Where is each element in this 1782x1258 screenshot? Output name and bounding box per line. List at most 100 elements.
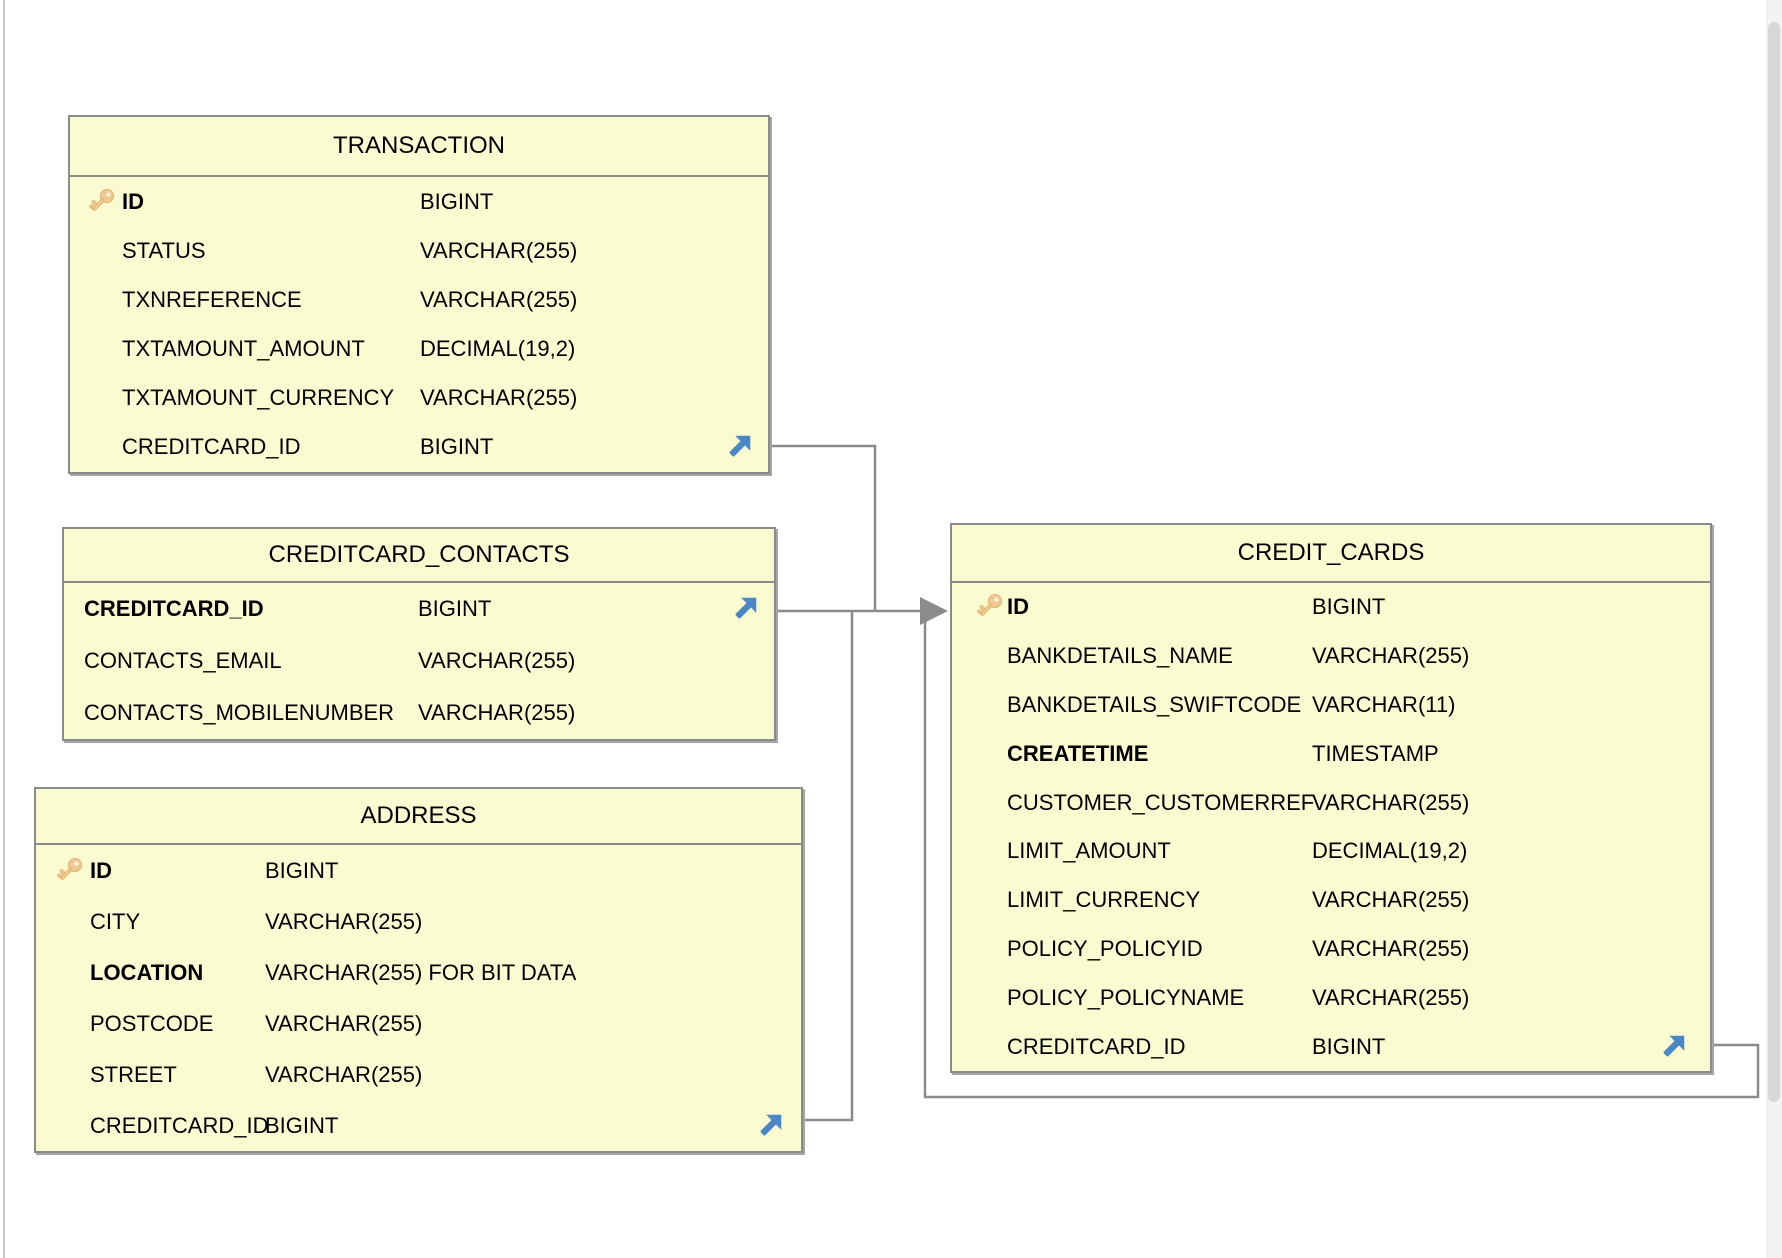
key-icon (57, 857, 83, 880)
column-name: CITY (90, 908, 141, 934)
column-row-bankdetails_name[interactable]: BANKDETAILS_NAME VARCHAR(255) (952, 632, 1710, 681)
table-title: TRANSACTION (332, 132, 505, 159)
column-name: TXTAMOUNT_CURRENCY (122, 385, 395, 411)
column-name: CREDITCARD_ID (1007, 1033, 1186, 1059)
column-type: BIGINT (265, 1112, 339, 1138)
column-type: DECIMAL(19,2) (1312, 838, 1468, 864)
relationship-line (770, 444, 877, 611)
table-title: CREDITCARD_CONTACTS (268, 541, 570, 568)
column-name: LIMIT_AMOUNT (1007, 838, 1171, 864)
column-type: BIGINT (265, 857, 339, 883)
column-name: CONTACTS_EMAIL (84, 648, 282, 673)
column-name: CONTACTS_MOBILENUMBER (84, 700, 395, 725)
table-header[interactable]: CREDIT_CARDS (952, 525, 1710, 583)
column-name: LIMIT_CURRENCY (1007, 887, 1201, 913)
column-name: STREET (90, 1061, 177, 1087)
scrollbar-track[interactable] (1766, 0, 1782, 1258)
table-header[interactable]: TRANSACTION (70, 117, 768, 177)
column-name: BANKDETAILS_NAME (1007, 643, 1233, 669)
arrow-up-right-icon (1663, 1035, 1685, 1057)
column-row-id[interactable]: ID BIGINT (952, 583, 1710, 632)
column-type: VARCHAR(255) (1312, 643, 1470, 669)
column-type: VARCHAR(255) (1312, 789, 1470, 815)
column-type: VARCHAR(255) (418, 648, 576, 673)
column-name: ID (90, 857, 112, 883)
column-row-id[interactable]: ID BIGINT (36, 845, 801, 896)
column-name: POSTCODE (90, 1010, 214, 1036)
column-type: VARCHAR(255) (265, 908, 423, 934)
column-row-city[interactable]: CITY VARCHAR(255) (36, 896, 801, 947)
column-row-policy_policyname[interactable]: POLICY_POLICYNAME VARCHAR(255) (952, 973, 1710, 1022)
column-name: CREATETIME (1007, 740, 1149, 766)
column-name: CREDITCARD_ID (90, 1112, 269, 1138)
column-row-creditcard_id[interactable]: CREDITCARD_ID BIGINT (952, 1022, 1710, 1071)
column-type: DECIMAL(19,2) (420, 336, 576, 362)
column-row-creditcard_id[interactable]: CREDITCARD_ID BIGINT (70, 423, 768, 472)
arrow-up-right-icon (735, 597, 757, 619)
column-name: POLICY_POLICYNAME (1007, 984, 1245, 1010)
column-type: BIGINT (1312, 1033, 1386, 1059)
column-name: BANKDETAILS_SWIFTCODE (1007, 691, 1302, 717)
relationship-line (923, 611, 1760, 1099)
column-name: TXNREFERENCE (122, 286, 302, 312)
column-row-policy_policyid[interactable]: POLICY_POLICYID VARCHAR(255) (952, 925, 1710, 974)
table-title: ADDRESS (360, 802, 477, 829)
key-icon (89, 188, 115, 211)
column-name: TXTAMOUNT_AMOUNT (122, 336, 365, 362)
column-row-limit_amount[interactable]: LIMIT_AMOUNT DECIMAL(19,2) (952, 827, 1710, 876)
table-address[interactable]: ADDRESS ID BIGINT CITY VARCHAR(255) LOCATION V… (34, 787, 803, 1153)
column-type: TIMESTAMP (1312, 740, 1439, 766)
table-header[interactable]: CREDITCARD_CONTACTS (64, 529, 774, 583)
column-row-location[interactable]: LOCATION VARCHAR(255) FOR BIT DATA (36, 947, 801, 998)
column-type: BIGINT (420, 188, 494, 214)
relationship-line (803, 611, 854, 1122)
column-row-contacts_email[interactable]: CONTACTS_EMAIL VARCHAR(255) (64, 635, 774, 687)
column-name: ID (122, 188, 144, 214)
column-type: VARCHAR(255) FOR BIT DATA (265, 959, 577, 985)
column-type: VARCHAR(255) (420, 237, 578, 263)
column-name: LOCATION (90, 959, 204, 985)
column-name: CREDITCARD_ID (122, 434, 301, 460)
column-type: BIGINT (418, 596, 492, 621)
column-row-street[interactable]: STREET VARCHAR(255) (36, 1049, 801, 1100)
column-type: VARCHAR(255) (265, 1010, 423, 1036)
scrollbar-thumb[interactable] (1768, 22, 1780, 1102)
arrowhead-right-icon (920, 597, 948, 625)
table-header[interactable]: ADDRESS (36, 789, 801, 845)
column-row-createtime[interactable]: CREATETIME TIMESTAMP (952, 729, 1710, 778)
column-type: VARCHAR(255) (1312, 984, 1470, 1010)
table-credit_cards[interactable]: CREDIT_CARDS ID BIGINT BANKDETAILS_NAME VARC… (950, 523, 1712, 1073)
column-name: ID (1007, 594, 1029, 620)
table-title: CREDIT_CARDS (1237, 539, 1425, 566)
column-type: BIGINT (1312, 594, 1386, 620)
page-left-border (3, 0, 5, 1258)
column-type: VARCHAR(255) (420, 385, 578, 411)
column-type: VARCHAR(255) (1312, 935, 1470, 961)
column-row-id[interactable]: ID BIGINT (70, 177, 768, 226)
column-type: VARCHAR(255) (418, 700, 576, 725)
column-type: VARCHAR(255) (265, 1061, 423, 1087)
column-name: POLICY_POLICYID (1007, 935, 1203, 961)
column-name: CUSTOMER_CUSTOMERREF (1007, 789, 1315, 815)
column-row-postcode[interactable]: POSTCODE VARCHAR(255) (36, 998, 801, 1049)
arrow-up-right-icon (760, 1114, 782, 1136)
column-row-txtamount_amount[interactable]: TXTAMOUNT_AMOUNT DECIMAL(19,2) (70, 324, 768, 373)
column-row-contacts_mobilenumber[interactable]: CONTACTS_MOBILENUMBER VARCHAR(255) (64, 687, 774, 739)
column-type: BIGINT (420, 434, 494, 460)
column-list: ID BIGINT CITY VARCHAR(255) LOCATION VARCHAR(… (36, 845, 801, 1151)
column-row-txtamount_currency[interactable]: TXTAMOUNT_CURRENCY VARCHAR(255) (70, 374, 768, 423)
